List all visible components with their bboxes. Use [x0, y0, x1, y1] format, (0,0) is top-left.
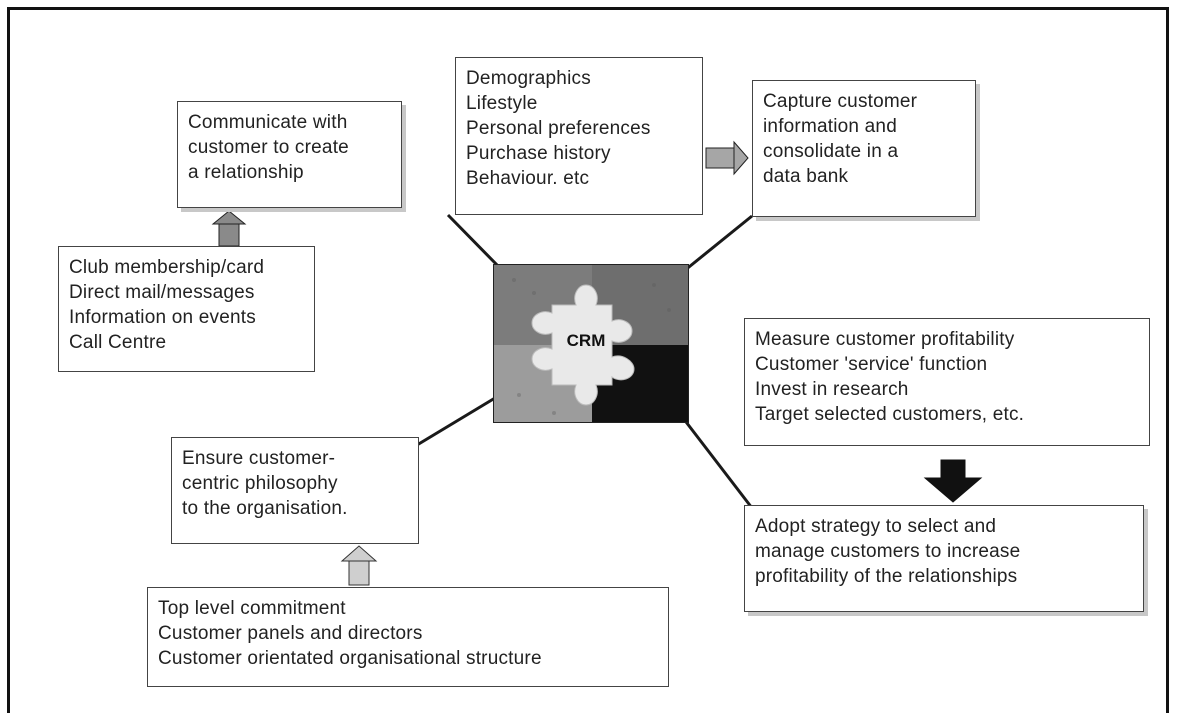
capture-line-1: Capture customer: [763, 91, 918, 112]
capture-line-2: information and: [763, 116, 897, 137]
puzzle-icon: [494, 265, 688, 422]
communicate-line-1: Communicate with: [188, 112, 348, 133]
capture-line-3: consolidate in a: [763, 141, 899, 162]
ensure-line-3: to the organisation.: [182, 498, 348, 519]
data-sources-line-5: Behaviour. etc: [466, 168, 590, 189]
box-data-sources: Demographics Lifestyle Personal preferen…: [455, 57, 703, 215]
box-measure: Measure customer profitability Customer …: [744, 318, 1150, 446]
adopt-line-2: manage customers to increase: [755, 541, 1021, 562]
capture-line-4: data bank: [763, 166, 849, 187]
crm-label: CRM: [566, 331, 606, 350]
club-line-4: Call Centre: [69, 332, 167, 353]
top-level-line-2: Customer panels and directors: [158, 623, 423, 644]
ensure-line-1: Ensure customer-: [182, 448, 336, 469]
measure-line-1: Measure customer profitability: [755, 329, 1015, 350]
measure-line-3: Invest in research: [755, 379, 909, 400]
measure-line-4: Target selected customers, etc.: [755, 404, 1025, 425]
box-adopt: Adopt strategy to select and manage cust…: [744, 505, 1144, 612]
club-line-3: Information on events: [69, 307, 256, 328]
data-sources-line-1: Demographics: [466, 68, 591, 89]
box-capture: Capture customer information and consoli…: [752, 80, 976, 217]
box-top-level: Top level commitment Customer panels and…: [147, 587, 669, 687]
box-communicate: Communicate with customer to create a re…: [177, 101, 402, 208]
crm-puzzle-tile: [493, 264, 689, 423]
adopt-line-3: profitability of the relationships: [755, 566, 1018, 587]
club-line-1: Club membership/card: [69, 257, 265, 278]
top-level-line-1: Top level commitment: [158, 598, 346, 619]
club-line-2: Direct mail/messages: [69, 282, 255, 303]
measure-line-2: Customer 'service' function: [755, 354, 988, 375]
communicate-line-3: a relationship: [188, 162, 304, 183]
adopt-line-1: Adopt strategy to select and: [755, 516, 997, 537]
data-sources-line-3: Personal preferences: [466, 118, 651, 139]
data-sources-line-2: Lifestyle: [466, 93, 538, 114]
diagram-frame: [7, 7, 1169, 713]
data-sources-line-4: Purchase history: [466, 143, 611, 164]
ensure-line-2: centric philosophy: [182, 473, 338, 494]
box-ensure: Ensure customer- centric philosophy to t…: [171, 437, 419, 544]
box-club: Club membership/card Direct mail/message…: [58, 246, 315, 372]
communicate-line-2: customer to create: [188, 137, 349, 158]
top-level-line-3: Customer orientated organisational struc…: [158, 648, 542, 669]
